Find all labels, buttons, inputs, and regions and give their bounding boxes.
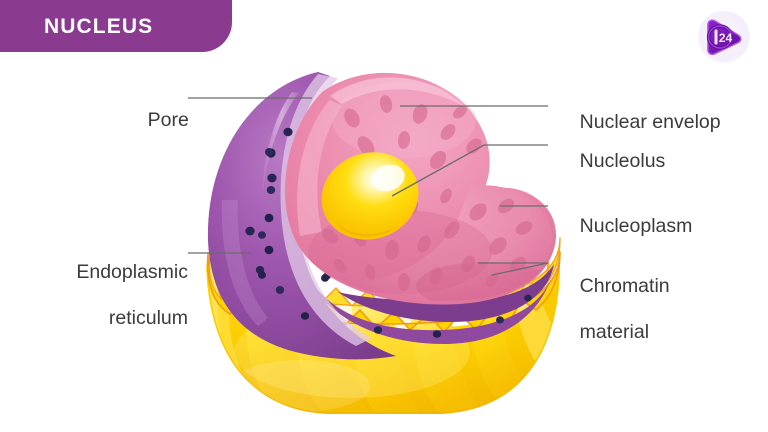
pore-dot xyxy=(300,312,310,320)
pore-dot xyxy=(325,275,329,279)
pore-dot xyxy=(432,330,442,338)
pore-dot xyxy=(258,231,266,239)
leader-lines xyxy=(188,97,549,276)
pore-dot xyxy=(496,316,504,324)
label-nucleolus: Nucleolus xyxy=(558,127,666,196)
label-endoplasmic-reticulum-line2: reticulum xyxy=(108,307,188,329)
label-endoplasmic-reticulum: Endoplasmic reticulum xyxy=(40,238,188,353)
nucleolus-group xyxy=(321,152,419,240)
pore-dot xyxy=(524,294,532,302)
leader-nucleolus xyxy=(391,144,548,197)
pore-dot xyxy=(267,173,277,183)
leader-chromatin-b xyxy=(491,262,549,276)
pore-dot xyxy=(264,245,274,255)
page-title: NUCLEUS xyxy=(44,14,154,38)
brand-logo[interactable]: 24 xyxy=(698,11,750,63)
label-nuclear-envelop-text: Nuclear envelop xyxy=(579,111,721,133)
label-chromatin-material-line2: material xyxy=(579,321,650,343)
label-chromatin-material: Chromatin material xyxy=(558,252,670,367)
pore-dot xyxy=(275,286,285,294)
label-nuclear-envelop: Nuclear envelop xyxy=(558,88,721,157)
pore-dot xyxy=(245,226,255,236)
nucleolus-highlight xyxy=(371,164,405,192)
label-chromatin-material-line1: Chromatin xyxy=(579,275,670,297)
label-nucleoplasm-text: Nucleoplasm xyxy=(579,215,693,237)
label-nucleolus-text: Nucleolus xyxy=(579,150,666,172)
pore-dot xyxy=(258,271,266,279)
pore-dot xyxy=(264,213,274,223)
pore-dot xyxy=(266,186,276,194)
label-pore: Pore xyxy=(126,86,189,155)
pore-dot xyxy=(373,326,383,334)
pore-dot xyxy=(283,127,293,137)
label-nucleoplasm: Nucleoplasm xyxy=(558,192,693,261)
label-pore-text: Pore xyxy=(147,109,189,131)
pore-dot xyxy=(265,148,273,156)
page-banner: NUCLEUS xyxy=(0,0,232,52)
logo-number: 24 xyxy=(719,31,733,45)
label-endoplasmic-reticulum-line1: Endoplasmic xyxy=(76,261,188,283)
byjus-play-logo-icon: 24 xyxy=(706,19,742,56)
nucleoplasm-group xyxy=(284,72,557,305)
